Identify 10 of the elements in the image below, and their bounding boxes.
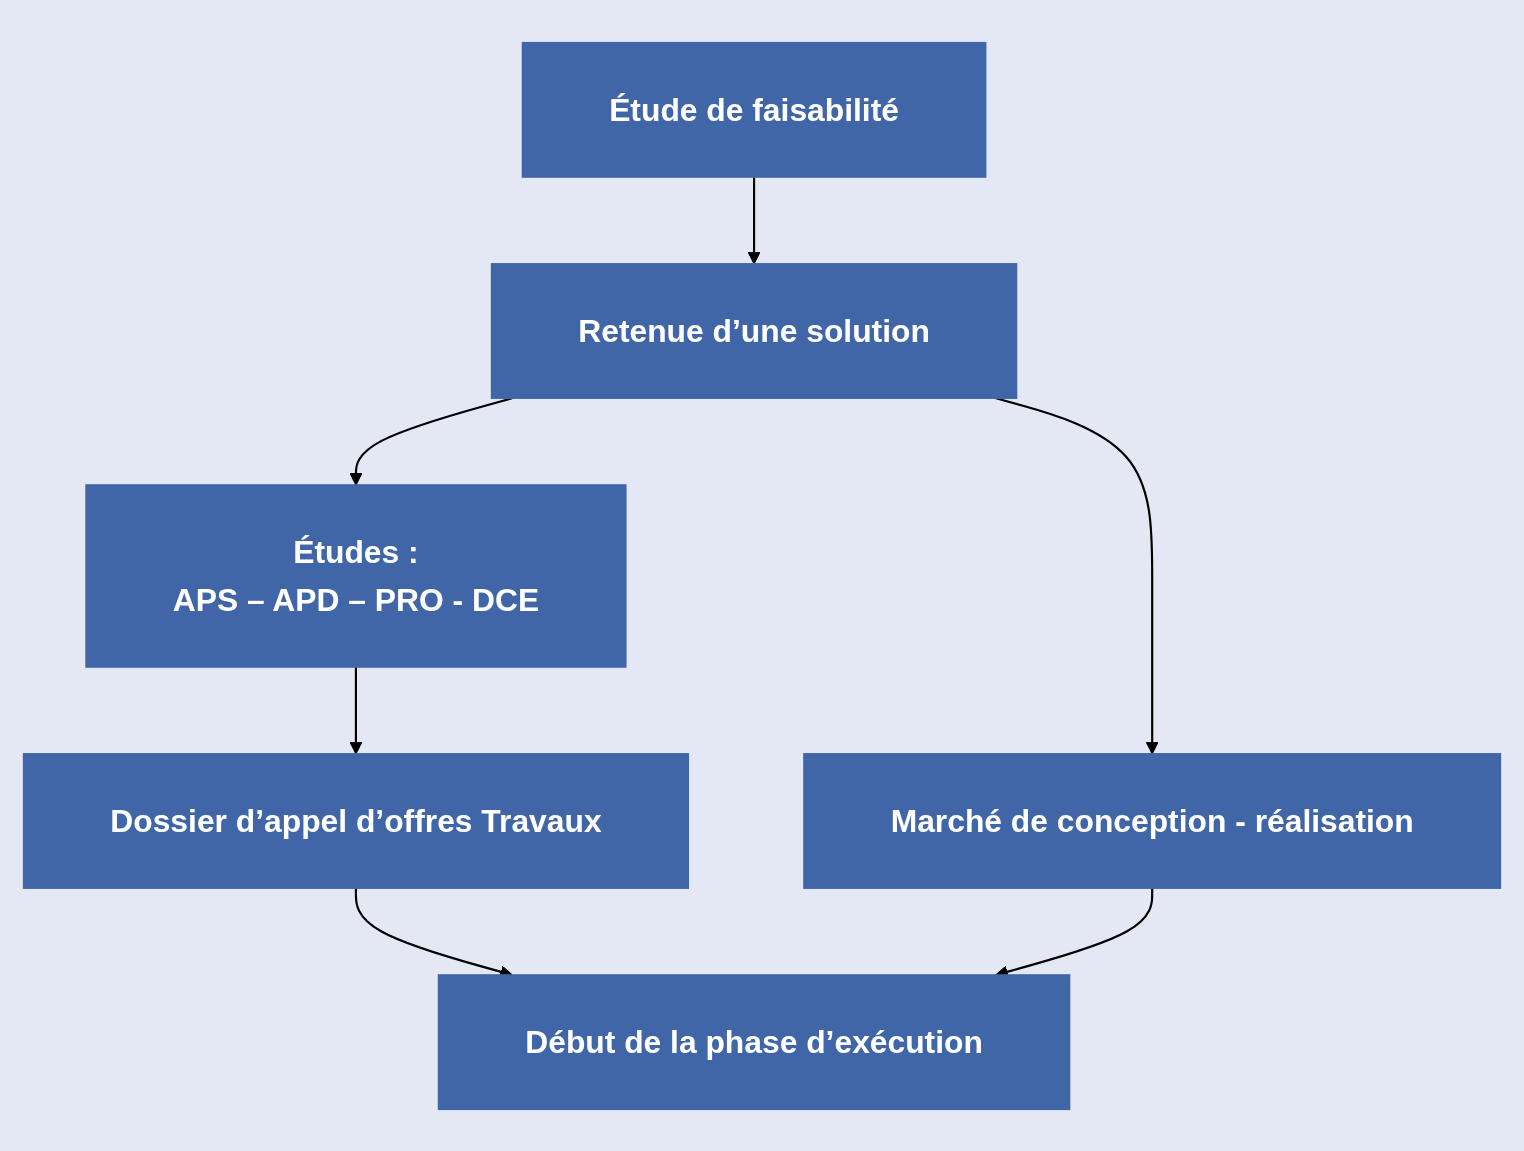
node-box: Début de la phase d’exécution — [437, 973, 1071, 1110]
node-box: Marché de conception - réalisation — [803, 752, 1502, 889]
node-box: Dossier d’appel d’offres Travaux — [22, 752, 690, 889]
node-box: Étude de faisabilité — [521, 41, 987, 178]
arrow — [349, 396, 513, 485]
arrow — [747, 176, 761, 264]
node-box: Retenue d’une solution — [490, 262, 1018, 399]
arrow — [349, 666, 363, 754]
node-box: Études : APS – APD – PRO - DCE — [85, 483, 627, 668]
arrow — [995, 396, 1159, 754]
